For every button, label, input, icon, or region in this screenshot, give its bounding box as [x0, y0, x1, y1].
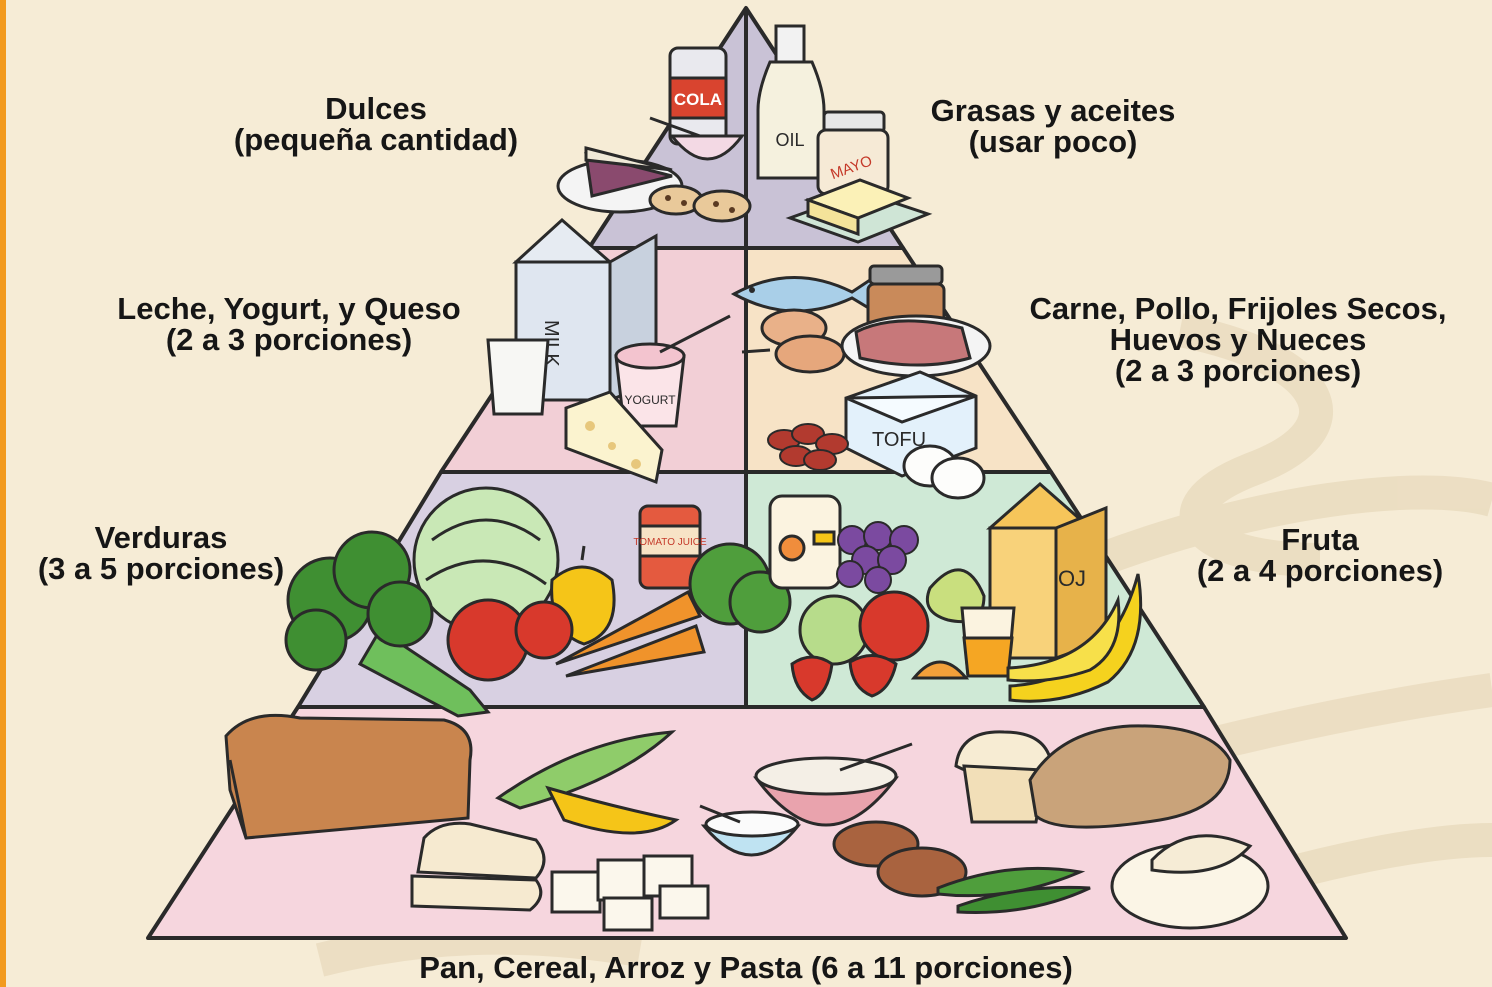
label-vegetables: Verduras (3 a 5 porciones)	[10, 522, 312, 584]
svg-text:OJ: OJ	[1058, 566, 1086, 591]
label-dairy-title: Leche, Yogurt, y Queso	[80, 293, 498, 324]
svg-text:YOGURT: YOGURT	[624, 393, 676, 407]
label-protein-amount: (2 a 3 porciones)	[986, 355, 1490, 386]
label-dairy-amount: (2 a 3 porciones)	[80, 324, 498, 355]
label-fats-title: Grasas y aceites	[900, 95, 1206, 126]
steak-icon	[842, 316, 990, 376]
label-protein-subtitle: Huevos y Nueces	[986, 324, 1490, 355]
svg-text:TOMATO JUICE: TOMATO JUICE	[633, 537, 707, 548]
fruit-jar-icon	[770, 496, 840, 588]
label-grains-title: Pan, Cereal, Arroz y Pasta (6 a 11 porci…	[300, 952, 1192, 983]
label-fats: Grasas y aceites (usar poco)	[900, 95, 1206, 157]
label-fruit: Fruta (2 a 4 porciones)	[1170, 524, 1470, 586]
label-sweets-title: Dulces	[202, 93, 550, 124]
label-sweets-amount: (pequeña cantidad)	[202, 124, 550, 155]
juice-glass-icon	[962, 608, 1014, 676]
label-protein: Carne, Pollo, Frijoles Secos, Huevos y N…	[986, 293, 1490, 386]
bread-slices-icon	[412, 823, 544, 910]
left-accent-stripe	[0, 0, 6, 987]
label-dairy: Leche, Yogurt, y Queso (2 a 3 porciones)	[80, 293, 498, 355]
label-sweets: Dulces (pequeña cantidad)	[202, 93, 550, 155]
label-grains: Pan, Cereal, Arroz y Pasta (6 a 11 porci…	[300, 952, 1192, 983]
svg-text:OIL: OIL	[775, 130, 804, 150]
label-vegetables-amount: (3 a 5 porciones)	[10, 553, 312, 584]
label-fruit-amount: (2 a 4 porciones)	[1170, 555, 1470, 586]
label-vegetables-title: Verduras	[10, 522, 312, 553]
label-protein-title: Carne, Pollo, Frijoles Secos,	[986, 293, 1490, 324]
label-fruit-title: Fruta	[1170, 524, 1470, 555]
label-fats-amount: (usar poco)	[900, 126, 1206, 157]
bread-loaf-icon	[226, 715, 471, 838]
svg-text:COLA: COLA	[674, 90, 722, 109]
